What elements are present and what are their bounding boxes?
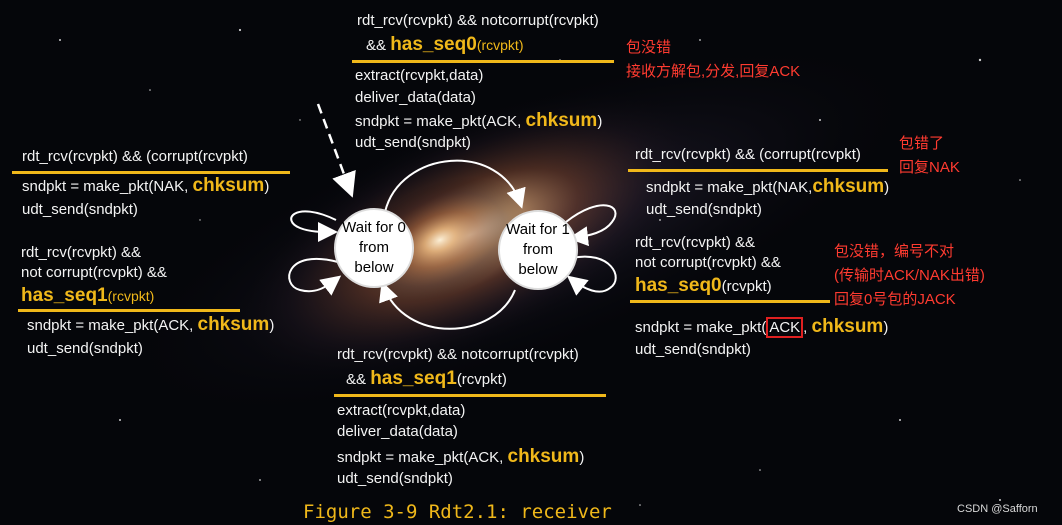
right-top-divider	[628, 169, 888, 172]
left-bottom-condition-1: rdt_rcv(rcvpkt) &&	[21, 244, 142, 261]
state-wait1-label: Wait for 1 from below	[506, 221, 570, 278]
right-bottom-condition-1: rdt_rcv(rcvpkt) &&	[635, 234, 756, 251]
figure-caption: Figure 3-9 Rdt2.1: receiver	[303, 501, 612, 523]
left-bottom-has-seq: has_seq1	[21, 285, 108, 306]
right-top-note-1: 包错了	[899, 135, 945, 152]
bottom-action-2: deliver_data(data)	[337, 423, 458, 440]
right-bottom-condition-3: has_seq0(rcvpkt)	[635, 275, 772, 296]
left-top-divider	[12, 171, 290, 174]
left-bottom-divider	[18, 309, 240, 312]
left-bottom-action-1: sndpkt = make_pkt(ACK, chksum)	[27, 314, 275, 335]
left-bottom-condition-2: not corrupt(rcvpkt) &&	[21, 264, 167, 281]
bottom-condition-2: && has_seq1(rcvpkt)	[346, 368, 507, 389]
bottom-condition-1: rdt_rcv(rcvpkt) && notcorrupt(rcvpkt)	[337, 346, 579, 363]
state-wait0-label: Wait for 0 from below	[342, 219, 406, 276]
right-bottom-action-1: sndpkt = make_pkt(ACK, chksum)	[635, 316, 889, 338]
right-top-action-1: sndpkt = make_pkt(NAK,chksum)	[646, 176, 890, 197]
left-top-action-1: sndpkt = make_pkt(NAK, chksum)	[22, 175, 270, 196]
left-top-action-2: udt_send(sndpkt)	[22, 201, 138, 218]
top-divider	[352, 60, 614, 63]
left-top-condition: rdt_rcv(rcvpkt) && (corrupt(rcvpkt)	[22, 148, 248, 165]
top-note-2: 接收方解包,分发,回复ACK	[626, 63, 801, 80]
left-bottom-chksum: chksum	[197, 314, 270, 335]
bottom-chksum: chksum	[507, 446, 580, 467]
self-loop-wait0-bottom	[288, 257, 342, 296]
transition-1-to-0	[379, 281, 516, 330]
right-top-condition: rdt_rcv(rcvpkt) && (corrupt(rcvpkt)	[635, 146, 861, 163]
left-bottom-condition-3: has_seq1(rcvpkt)	[21, 285, 155, 306]
top-has-seq: has_seq0	[390, 34, 477, 55]
transition-0-to-1	[384, 159, 526, 213]
right-bottom-action-2: udt_send(sndpkt)	[635, 341, 751, 358]
right-bottom-divider	[630, 300, 830, 303]
right-top-chksum: chksum	[812, 176, 885, 197]
bottom-divider	[334, 394, 606, 397]
state-wait1: Wait for 1 from below	[498, 210, 578, 290]
right-bottom-note-1: 包没错，编号不对	[834, 243, 955, 260]
left-top-chksum: chksum	[192, 175, 265, 196]
bottom-action-3: sndpkt = make_pkt(ACK, chksum)	[337, 446, 585, 467]
right-bottom-chksum: chksum	[811, 316, 884, 337]
top-condition-1: rdt_rcv(rcvpkt) && notcorrupt(rcvpkt)	[357, 12, 599, 29]
state-wait0: Wait for 0 from below	[334, 208, 414, 288]
right-top-note-2: 回复NAK	[899, 159, 960, 176]
ack-highlight-box: ACK	[766, 317, 804, 338]
top-action-1: extract(rcvpkt,data)	[355, 67, 484, 84]
right-top-action-2: udt_send(sndpkt)	[646, 201, 762, 218]
right-bottom-note-2: (传输时ACK/NAK出错)	[834, 267, 985, 284]
top-action-4: udt_send(sndpkt)	[355, 134, 471, 151]
top-chksum: chksum	[525, 110, 598, 131]
top-condition-2: && has_seq0(rcvpkt)	[366, 34, 524, 55]
bottom-action-1: extract(rcvpkt,data)	[337, 402, 466, 419]
self-loop-wait0-top	[290, 210, 338, 242]
right-bottom-condition-2: not corrupt(rcvpkt) &&	[635, 254, 781, 271]
top-note-1: 包没错	[626, 39, 672, 56]
top-action-3: sndpkt = make_pkt(ACK, chksum)	[355, 110, 603, 131]
bottom-action-4: udt_send(sndpkt)	[337, 470, 453, 487]
right-bottom-note-3: 回复0号包的JACK	[834, 291, 956, 308]
watermark: CSDN @Safforn	[957, 503, 1038, 515]
left-bottom-action-2: udt_send(sndpkt)	[27, 340, 143, 357]
top-action-2: deliver_data(data)	[355, 89, 476, 106]
self-loop-wait1-top	[565, 204, 617, 247]
right-bottom-has-seq: has_seq0	[635, 275, 722, 296]
bottom-has-seq: has_seq1	[370, 368, 457, 389]
self-loop-wait1-bottom	[566, 255, 617, 296]
